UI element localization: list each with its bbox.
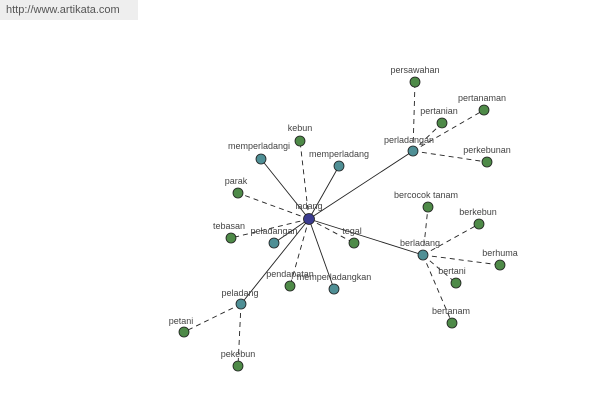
node-marker-persawahan[interactable]: [409, 76, 421, 88]
source-url-bar: http://www.artikata.com: [0, 0, 138, 20]
node-marker-memperladangi[interactable]: [255, 153, 267, 165]
node-bertanam[interactable]: bertanam: [432, 306, 470, 329]
edge-ladang-memperladangi: [260, 158, 310, 220]
node-marker-perladangan[interactable]: [407, 145, 419, 157]
edge-ladang-kebun: [299, 140, 310, 220]
node-marker-peladangan[interactable]: [268, 237, 280, 249]
edge-peladang-petani: [183, 303, 242, 333]
node-persawahan[interactable]: persawahan: [390, 65, 440, 88]
node-label-berladang: berladang: [400, 238, 440, 248]
node-parak[interactable]: parak: [225, 176, 248, 199]
edge-peladang-pekebun: [237, 303, 242, 367]
edge-ladang-berladang: [308, 218, 424, 256]
node-label-kebun: kebun: [288, 123, 313, 133]
node-marker-bertani[interactable]: [450, 277, 462, 289]
edge-perladangan-pertanaman: [412, 109, 485, 152]
node-marker-petani[interactable]: [178, 326, 190, 338]
node-label-pertanian: pertanian: [420, 106, 458, 116]
node-marker-memperladangkan[interactable]: [328, 283, 340, 295]
edge-ladang-memperladangkan: [308, 218, 335, 290]
node-label-ladang: ladang: [295, 201, 322, 211]
node-label-bertanam: bertanam: [432, 306, 470, 316]
node-label-parak: parak: [225, 176, 248, 186]
node-bercocok-tanam[interactable]: bercocok tanam: [394, 190, 458, 213]
node-label-tegal: tegal: [342, 226, 362, 236]
node-marker-tegal[interactable]: [348, 237, 360, 249]
node-pendapatan[interactable]: pendapatan: [266, 269, 314, 292]
node-label-memperladang: memperladang: [309, 149, 369, 159]
node-marker-perkebunan[interactable]: [481, 156, 493, 168]
node-label-berkebun: berkebun: [459, 207, 497, 217]
node-perladangan[interactable]: perladangan: [384, 135, 434, 157]
node-marker-pekebun[interactable]: [232, 360, 244, 372]
node-label-perladangan: perladangan: [384, 135, 434, 145]
node-tegal[interactable]: tegal: [342, 226, 362, 249]
node-label-bertani: bertani: [438, 266, 466, 276]
edge-ladang-peladang: [240, 218, 310, 305]
edge-perladangan-persawahan: [412, 81, 416, 152]
node-marker-berhuma[interactable]: [494, 259, 506, 271]
source-url-link[interactable]: http://www.artikata.com: [6, 4, 120, 16]
node-pekebun[interactable]: pekebun: [221, 349, 256, 372]
node-label-memperladangi: memperladangi: [228, 141, 290, 151]
node-peladangan[interactable]: peladangan: [250, 226, 298, 249]
node-marker-pertanian[interactable]: [436, 117, 448, 129]
node-label-bercocok-tanam: bercocok tanam: [394, 190, 458, 200]
node-marker-berkebun[interactable]: [473, 218, 485, 230]
node-marker-bertanam[interactable]: [446, 317, 458, 329]
node-berkebun[interactable]: berkebun: [459, 207, 497, 230]
edge-berladang-bertani: [422, 254, 457, 284]
node-marker-ladang[interactable]: [303, 213, 315, 225]
node-marker-peladang[interactable]: [235, 298, 247, 310]
node-label-tebasan: tebasan: [213, 221, 245, 231]
edge-perladangan-perkebunan: [412, 150, 488, 163]
node-label-pertanaman: pertanaman: [458, 93, 506, 103]
node-label-peladangan: peladangan: [250, 226, 297, 236]
node-ladang[interactable]: ladang: [295, 201, 323, 225]
node-pertanaman[interactable]: pertanaman: [458, 93, 506, 116]
node-memperladangi[interactable]: memperladangi: [228, 141, 290, 165]
node-marker-berladang[interactable]: [417, 249, 429, 261]
node-label-peladang: peladang: [221, 288, 258, 298]
node-label-pekebun: pekebun: [221, 349, 256, 359]
node-label-berhuma: berhuma: [482, 248, 518, 258]
node-perkebunan[interactable]: perkebunan: [463, 145, 511, 168]
node-memperladang[interactable]: memperladang: [309, 149, 369, 172]
edge-ladang-perladangan: [308, 150, 414, 220]
edge-berladang-berhuma: [422, 254, 501, 266]
node-label-persawahan: persawahan: [390, 65, 439, 75]
node-kebun[interactable]: kebun: [288, 123, 313, 147]
edge-perladangan-pertanian: [412, 122, 443, 152]
node-berhuma[interactable]: berhuma: [482, 248, 518, 271]
node-peladang[interactable]: peladang: [221, 288, 259, 310]
node-label-petani: petani: [169, 316, 194, 326]
node-memperladangkan[interactable]: memperladangkan: [297, 272, 372, 295]
edge-ladang-parak: [237, 192, 310, 220]
node-marker-kebun[interactable]: [294, 135, 306, 147]
node-marker-pendapatan[interactable]: [284, 280, 296, 292]
nodes-layer: ladang perladangan berladang peladang memper…: [169, 65, 518, 372]
edge-berladang-berkebun: [422, 223, 480, 256]
edge-ladang-pendapatan: [289, 218, 310, 287]
edges-layer: [183, 81, 501, 367]
node-pertanian[interactable]: pertanian: [420, 106, 458, 129]
node-marker-bercocok-tanam[interactable]: [422, 201, 434, 213]
node-label-pendapatan: pendapatan: [266, 269, 314, 279]
node-label-memperladangkan: memperladangkan: [297, 272, 372, 282]
node-bertani[interactable]: bertani: [438, 266, 466, 289]
edge-berladang-bertanam: [422, 254, 453, 324]
edge-ladang-peladangan: [273, 218, 310, 244]
node-berladang[interactable]: berladang: [400, 238, 440, 261]
edge-berladang-bercocok-tanam: [422, 206, 429, 256]
node-petani[interactable]: petani: [169, 316, 194, 338]
edge-ladang-tebasan: [230, 218, 310, 239]
node-marker-memperladang[interactable]: [333, 160, 345, 172]
node-marker-pertanaman[interactable]: [478, 104, 490, 116]
edge-ladang-memperladang: [308, 165, 340, 220]
node-marker-tebasan[interactable]: [225, 232, 237, 244]
node-marker-parak[interactable]: [232, 187, 244, 199]
node-tebasan[interactable]: tebasan: [213, 221, 245, 244]
node-label-perkebunan: perkebunan: [463, 145, 511, 155]
